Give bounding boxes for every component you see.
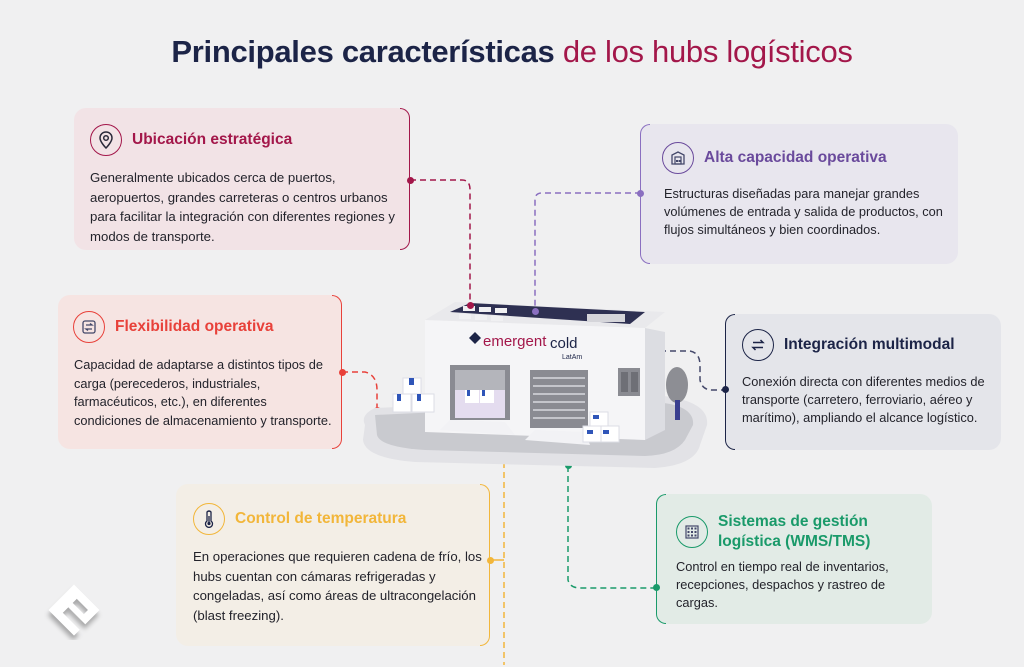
title-bold: Principales características: [171, 34, 555, 69]
connector-dot: [467, 302, 474, 309]
card-heading: Control de temperatura: [235, 510, 407, 527]
card-body: Capacidad de adaptarse a distintos tipos…: [74, 357, 332, 428]
card-heading: Integración multimodal: [784, 336, 955, 353]
card-flexibilidad-operativa: Flexibilidad operativa Capacidad de adap…: [58, 295, 342, 449]
warehouse-illustration: emergent cold LatAm: [355, 290, 715, 480]
svg-text:cold: cold: [550, 335, 578, 352]
page-title: Principales características de los hubs …: [0, 34, 1024, 70]
connector-dot: [407, 177, 414, 184]
card-bracket: [656, 494, 666, 624]
card-heading: Flexibilidad operativa: [115, 318, 274, 335]
connector-dot: [339, 369, 346, 376]
arrows-exchange-icon: [742, 329, 774, 361]
thermometer-icon: [193, 503, 225, 535]
warehouse-icon: [662, 142, 694, 174]
connector-dot: [653, 584, 660, 591]
card-body: Estructuras diseñadas para manejar grand…: [664, 186, 943, 237]
card-heading: Ubicación estratégica: [132, 131, 293, 148]
card-heading: Alta capacidad operativa: [704, 149, 887, 166]
card-sistemas-gestion: Sistemas de gestión logística (WMS/TMS) …: [656, 494, 932, 624]
swap-box-icon: [73, 311, 105, 343]
card-heading: Sistemas de gestión logística (WMS/TMS): [718, 513, 871, 550]
card-body: En operaciones que requieren cadena de f…: [193, 549, 482, 623]
connector-dot: [487, 557, 494, 564]
location-pin-icon: [90, 124, 122, 156]
connector-dot: [722, 386, 729, 393]
card-body: Generalmente ubicados cerca de puertos, …: [90, 170, 395, 244]
card-body: Conexión directa con diferentes medios d…: [742, 374, 985, 425]
svg-text:LatAm: LatAm: [562, 354, 582, 361]
brand-emergent: emergent: [483, 333, 547, 350]
connector-dot: [532, 308, 539, 315]
card-ubicacion-estrategica: Ubicación estratégica Generalmente ubica…: [74, 108, 410, 250]
card-control-temperatura: Control de temperatura En operaciones qu…: [176, 484, 490, 646]
card-body: Control en tiempo real de inventarios, r…: [676, 559, 889, 610]
building-grid-icon: [676, 516, 708, 548]
card-alta-capacidad: Alta capacidad operativa Estructuras dis…: [640, 124, 958, 264]
card-bracket: [725, 314, 735, 450]
brand-logo-icon: [44, 580, 104, 640]
title-accent: de los hubs logísticos: [562, 34, 853, 69]
connector-dot: [637, 190, 644, 197]
card-integracion-multimodal: Integración multimodal Conexión directa …: [725, 314, 1001, 450]
